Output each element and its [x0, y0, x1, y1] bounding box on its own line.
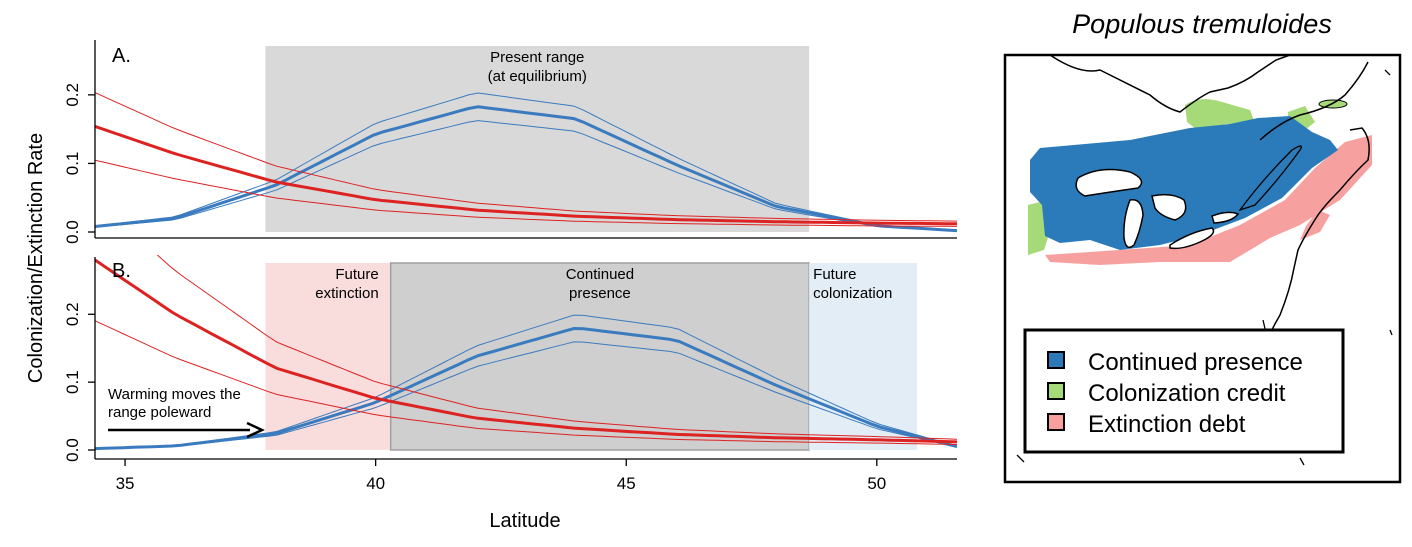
xtick-label-3: 50 [867, 474, 886, 493]
extinction-curve-a [95, 124, 957, 226]
extinction-debt-region [1045, 135, 1372, 265]
region-label-b-2-0: Future [813, 266, 856, 283]
warming-arrow-head [246, 421, 265, 439]
extinction-lower-bound-a [95, 159, 957, 227]
region-label-b-0-1: extinction [315, 285, 378, 302]
region-label-b-1-0: Continued [566, 266, 634, 283]
region-b-2 [809, 263, 917, 450]
legend-swatch-colonization-credit [1047, 382, 1065, 400]
xtick-label-1: 40 [366, 474, 385, 493]
map-frame [1003, 53, 1402, 484]
lake-huron [1151, 193, 1187, 221]
continued-presence-region [1030, 116, 1338, 250]
warming-text-line-1: Warming moves the [108, 386, 241, 403]
map-legend: Continued presence Colonization credit E… [1023, 328, 1345, 454]
range-map: Populous tremuloides [1003, 9, 1402, 484]
colonization-lower-bound-a [95, 120, 957, 232]
map-area [1016, 55, 1393, 466]
panel-b-label: B. [112, 260, 131, 282]
xtick-label-0: 35 [116, 474, 135, 493]
northern-coastline [1049, 55, 1291, 113]
region-label-a-0-0: Present range [490, 49, 584, 66]
colonization-curve-b [95, 326, 957, 451]
atlantic-coastline [1259, 61, 1370, 356]
ytick-label-a-0: 0.0 [63, 220, 82, 244]
ytick-label-b-0: 0.0 [63, 438, 82, 462]
warming-annotation: Warming moves the range poleward [108, 386, 265, 439]
extinction-upper-bound-b [156, 255, 957, 440]
region-label-b-0-0: Future [335, 266, 378, 283]
region-label-b-1-1: presence [569, 285, 631, 302]
extinction-curve-b [95, 258, 957, 444]
ytick-label-a-1: 0.1 [63, 152, 82, 176]
xtick-label-2: 45 [617, 474, 636, 493]
lake-ontario [1211, 211, 1240, 224]
region-b-1 [389, 262, 810, 451]
x-axis-label: Latitude [489, 510, 560, 532]
lake-erie [1169, 227, 1215, 250]
legend-label-continued-presence: Continued presence [1088, 349, 1303, 376]
ytick-label-b-1: 0.1 [63, 370, 82, 394]
region-a-0 [265, 46, 810, 232]
colonization-curve-a [95, 105, 957, 233]
region-label-a-0-1: (at equilibrium) [488, 68, 587, 85]
lake-superior [1075, 168, 1143, 197]
region-label-b-2-1: colonization [813, 285, 892, 302]
ytick-label-b-2: 0.2 [63, 302, 82, 326]
extinction-upper-bound-a [95, 92, 957, 222]
warming-text-line-2: range poleward [108, 404, 211, 421]
panel-a-label: A. [112, 45, 131, 67]
minor-coast-details [1016, 69, 1393, 466]
colonization-upper-bound-a [95, 92, 957, 231]
extinction-lower-bound-b [95, 320, 957, 445]
legend-box [1023, 328, 1345, 454]
y-axis-label: Colonization/Extinction Rate [25, 133, 47, 383]
ytick-label-a-2: 0.2 [63, 83, 82, 107]
legend-swatch-continued-presence [1047, 351, 1065, 369]
legend-swatch-extinction-debt [1047, 413, 1065, 431]
st-lawrence-river [1238, 145, 1303, 212]
panel-b: Future extinction Continued presence Future c… [63, 255, 957, 493]
map-title: Populous tremuloides [1072, 9, 1332, 39]
legend-label-colonization-credit: Colonization credit [1088, 380, 1286, 407]
lake-michigan [1123, 199, 1144, 249]
legend-label-extinction-debt: Extinction debt [1088, 411, 1246, 438]
panel-a: Present range(at equilibrium) 0.00.10.2 … [63, 40, 957, 244]
